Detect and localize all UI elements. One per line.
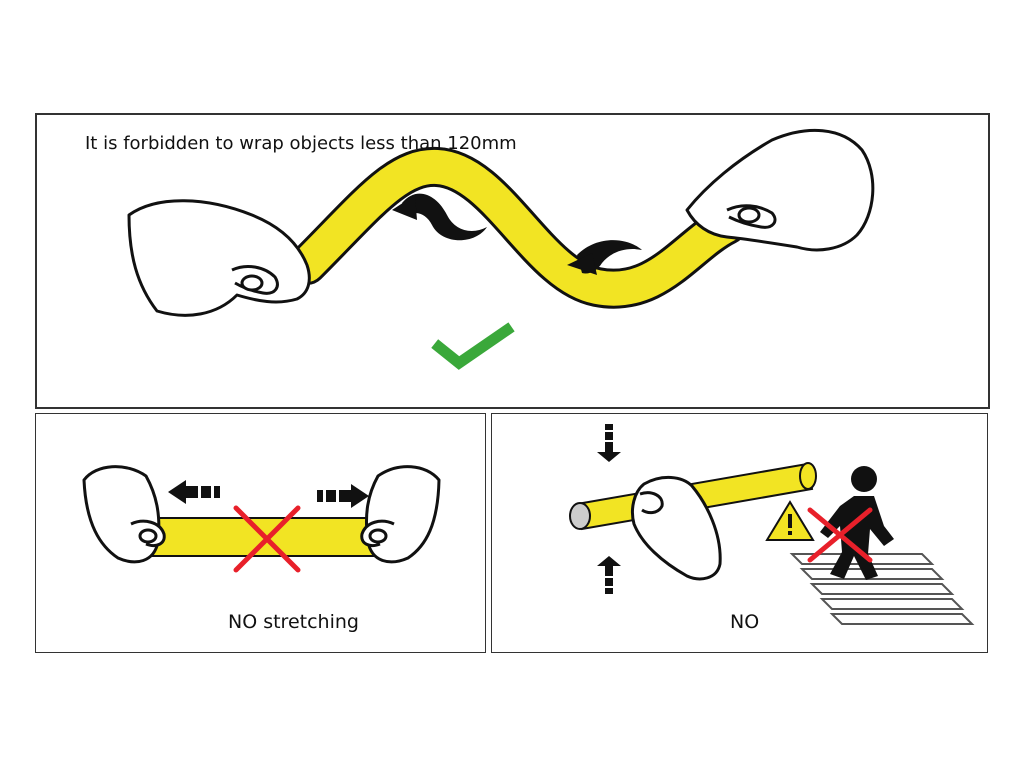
curved-arrow-icon: [567, 240, 642, 275]
hand-icon: [630, 476, 722, 581]
panel-caption-wrap: It is forbidden to wrap objects less tha…: [85, 133, 517, 154]
warning-triangle-icon: [765, 500, 815, 541]
stairs-icon: [789, 553, 975, 625]
hand-icon: [127, 199, 311, 317]
allowed-wrap-panel: It is forbidden to wrap objects less tha…: [35, 113, 990, 409]
hand-icon: [360, 465, 441, 564]
dashed-arrow-icon: [317, 484, 369, 508]
handrail-illustration: [569, 424, 975, 625]
dashed-arrow-icon: [597, 424, 621, 462]
person-icon: [820, 466, 894, 580]
panel-caption-stretching: NO stretching: [228, 611, 359, 633]
curved-arrow-icon: [392, 193, 487, 241]
cross-icon: [233, 505, 301, 573]
no-step-panel: NO: [491, 413, 988, 653]
stretching-illustration: [82, 465, 441, 573]
no-stretching-panel: NO stretching: [35, 413, 486, 653]
hand-icon: [82, 465, 166, 564]
panel-caption-no: NO: [730, 611, 760, 633]
hand-icon: [685, 128, 875, 252]
dashed-arrow-icon: [168, 480, 220, 504]
wrap-illustration: [127, 128, 875, 370]
dashed-arrow-icon: [597, 556, 621, 594]
checkmark-icon: [431, 322, 515, 370]
cross-icon: [807, 507, 873, 563]
